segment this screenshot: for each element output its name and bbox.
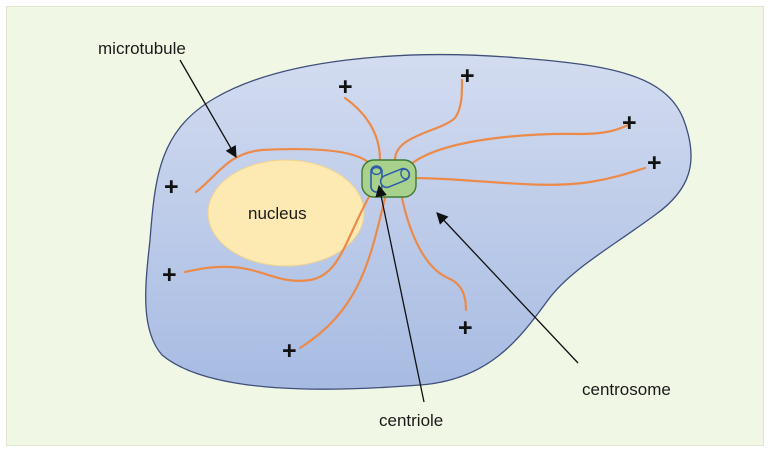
- plus-end-upper-right: +: [622, 109, 637, 137]
- nucleus-label: nucleus: [248, 204, 307, 223]
- plus-end-lower-left: +: [162, 261, 177, 289]
- centriole-label: centriole: [379, 411, 443, 430]
- plus-end-lower-right: +: [458, 314, 473, 342]
- plus-end-lower: +: [282, 337, 297, 365]
- plus-end-top: +: [460, 62, 475, 90]
- plus-end-top-short: +: [338, 73, 353, 101]
- plus-end-upper-left: +: [164, 173, 179, 201]
- microtubule-label: microtubule: [98, 39, 186, 58]
- plus-end-right: +: [647, 149, 662, 177]
- centrosome-label: centrosome: [582, 380, 671, 399]
